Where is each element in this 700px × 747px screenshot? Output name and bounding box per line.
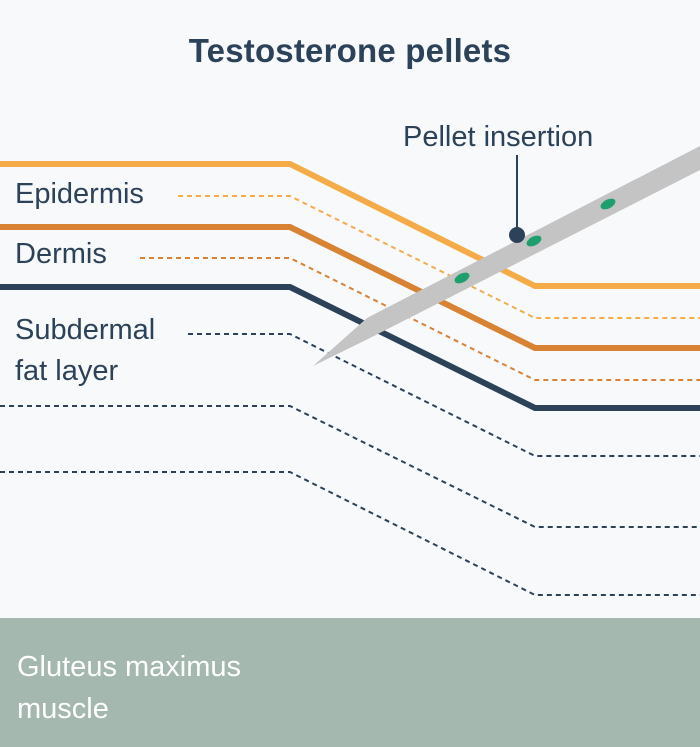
pellet-insertion-label: Pellet insertion bbox=[403, 121, 594, 153]
needle-icon bbox=[313, 146, 700, 366]
subdermal-label-line1: Subdermal bbox=[15, 314, 156, 346]
subdermal-dashed-line-1 bbox=[188, 333, 700, 457]
subdermal-dashed-line-2 bbox=[0, 405, 700, 528]
muscle-label: Gluteus maximus muscle bbox=[17, 646, 241, 730]
subdermal-label-line2: fat layer bbox=[15, 355, 119, 387]
muscle-label-line1: Gluteus maximus bbox=[17, 651, 242, 683]
dermis-boundary-line bbox=[0, 224, 700, 351]
dermis-dashed-line bbox=[140, 257, 700, 381]
epidermis-dashed-line bbox=[178, 195, 700, 319]
epidermis-boundary-line bbox=[0, 161, 700, 289]
dermis-label: Dermis bbox=[15, 238, 107, 270]
diagram-title: Testosterone pellets bbox=[188, 32, 512, 69]
subdermal-dashed-line-3 bbox=[0, 471, 700, 596]
epidermis-label: Epidermis bbox=[15, 178, 144, 210]
pellet-icon bbox=[600, 198, 616, 210]
subdermal-boundary-line bbox=[0, 284, 700, 411]
pellet-insertion-marker bbox=[509, 227, 525, 243]
pellet-icon bbox=[454, 272, 470, 284]
muscle-label-line2: muscle bbox=[17, 693, 109, 725]
muscle-layer bbox=[0, 618, 700, 747]
pellet-icon bbox=[526, 235, 542, 247]
